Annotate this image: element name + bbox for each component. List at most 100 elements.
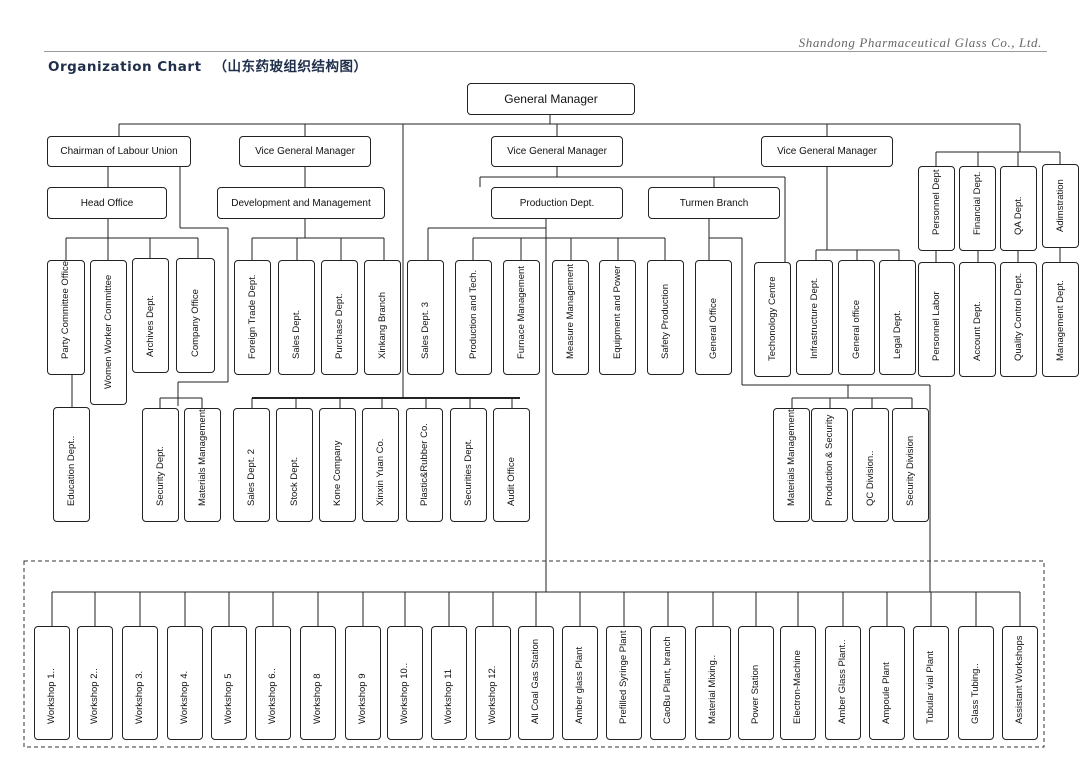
plant-node: Workshop 10.. — [387, 626, 423, 740]
production-security-node: Production & Security — [811, 408, 848, 522]
plant-label: Glass Tubing.. — [970, 662, 981, 724]
plant-label: Electron-Machine — [792, 649, 803, 724]
plant-node: Tubular vial Plant — [913, 626, 949, 740]
plant-node: Workshop 1.. — [34, 626, 70, 740]
stock-dept-label: Stock Dept. — [288, 456, 300, 506]
plant-label: Workshop 2.. — [89, 667, 100, 724]
turmen-materials-management-label: Materials Management — [785, 408, 797, 506]
archives-dept-node: Archives Dept. — [132, 258, 169, 373]
vice-gm-3-node: Vice General Manager — [761, 136, 893, 167]
management-dept-node: Management Dept. — [1042, 262, 1079, 377]
education-dept-node: Education Dept.. — [53, 407, 90, 522]
foreign-trade-dept-label: Foreign Trade Dept. — [246, 274, 258, 359]
plant-label: Workshop 12. — [487, 665, 498, 724]
page-title: Organization Chart （山东药玻组织结构图） — [48, 55, 368, 75]
plant-node: Workshop 9 — [345, 626, 381, 740]
qc-division-node: QC Division.. — [852, 408, 889, 522]
technology-centre-label: Techonology Centre — [766, 276, 778, 361]
sales-dept-node: Sales Dept. — [278, 260, 315, 375]
management-dept-label: Management Dept. — [1054, 279, 1066, 361]
personnel-labor-label: Personnel Labor — [930, 290, 942, 361]
archives-dept-label: Archives Dept. — [144, 294, 156, 357]
qa-dept-label: QA Dept. — [1012, 195, 1024, 235]
legal-dept-label: Legal Dept. — [891, 309, 903, 359]
general-office-turmen-label: General Office — [707, 297, 719, 359]
stock-dept-node: Stock Dept. — [276, 408, 313, 522]
plant-node: Workshop 4. — [167, 626, 203, 740]
plant-label: Amber glass Plant — [574, 646, 585, 724]
securities-dept-node: Securities Dept. — [450, 408, 487, 522]
title-text: Organization Chart — [48, 59, 202, 75]
sales-dept-2-label: Sales Dept. 2 — [245, 448, 257, 506]
plant-node: Glass Tubing.. — [958, 626, 994, 740]
plant-node: Workshop 12. — [475, 626, 511, 740]
production-tech-label: Production and Tech. — [467, 269, 479, 359]
equipment-power-label: Equipment and Power — [611, 265, 623, 359]
plant-label: Workshop 11 — [443, 668, 454, 724]
technology-centre-node: Techonology Centre — [754, 262, 791, 377]
party-committee-office-label: Party Committee Office — [60, 260, 71, 359]
plant-node: Ampoule Plant — [869, 626, 905, 740]
security-dept-label: Security Dept. — [154, 445, 166, 506]
title-cn-text: （山东药玻组织结构图） — [213, 59, 368, 75]
plant-node: Prefilled Syringe Plant — [606, 626, 642, 740]
audit-office-node: Audit Office — [493, 408, 530, 522]
turmen-branch-node: Turmen Branch — [648, 187, 780, 219]
production-dept-node: Production Dept. — [491, 187, 623, 219]
plant-label: Assistant Workshops — [1014, 634, 1025, 724]
kone-company-node: Kone Company — [319, 408, 356, 522]
turmen-materials-management-node: Materials Management — [773, 408, 810, 522]
plant-label: Workshop 4. — [179, 670, 190, 724]
plant-node: Workshop 6.. — [255, 626, 291, 740]
audit-office-label: Audit Office — [505, 456, 517, 506]
women-worker-committee-label: Women Worker Committee — [102, 274, 114, 389]
plant-label: Material Mixing.. — [707, 654, 718, 724]
party-committee-office-node: Party Committee Office — [47, 260, 85, 375]
vice-gm-1-node: Vice General Manager — [239, 136, 371, 167]
security-division-node: Security Division — [892, 408, 929, 522]
company-office-label: Company Office — [189, 288, 201, 357]
personnel-labor-node: Personnel Labor — [918, 262, 955, 377]
infrastructure-dept-label: Infrastructure Dept. — [808, 277, 820, 359]
plant-node: Workshop 5 — [211, 626, 247, 740]
plant-node: Power Station — [738, 626, 774, 740]
general-office-turmen-node: General Office — [695, 260, 732, 375]
purchase-dept-node: Purchase Dept. — [321, 260, 358, 375]
security-dept-node: Security Dept. — [142, 408, 179, 522]
plant-node: Workshop 2.. — [77, 626, 113, 740]
quality-control-dept-label: Quality Control Dept. — [1012, 272, 1024, 361]
production-tech-node: Production and Tech. — [455, 260, 492, 375]
financial-dept-node: Financial Dept. — [959, 166, 996, 251]
financial-dept-label: Financial Dept. — [971, 171, 983, 235]
administration-node: Adimstration — [1042, 164, 1079, 248]
furnace-management-label: Furnace Management — [515, 265, 527, 359]
account-dept-node: Account Dept. — [959, 262, 996, 377]
equipment-power-node: Equipment and Power — [599, 260, 636, 375]
women-worker-committee-node: Women Worker Committee — [90, 260, 127, 405]
furnace-management-node: Furnace Management — [503, 260, 540, 375]
plant-node: Material Mixing.. — [695, 626, 731, 740]
plant-label: Workshop 10.. — [399, 662, 410, 724]
plant-node: Assistant Workshops — [1002, 626, 1038, 740]
plant-label: Workshop 1.. — [46, 667, 57, 724]
xinkang-branch-label: Xinkang Branch — [376, 291, 388, 359]
sales-dept-label: Sales Dept. — [290, 309, 302, 359]
plant-node: Amber Glass Plant.. — [825, 626, 861, 740]
plastic-rubber-node: Plastic&Rubber Co. — [406, 408, 443, 522]
development-management-node: Development and Management — [217, 187, 385, 219]
plant-label: Workshop 6.. — [267, 667, 278, 724]
title-rule — [44, 51, 1047, 52]
xinxin-yuan-node: Xinxin Yuan Co. — [362, 408, 399, 522]
securities-dept-label: Securities Dept. — [462, 438, 474, 506]
plant-node: Workshop 8 — [300, 626, 336, 740]
security-division-label: Security Division — [904, 435, 916, 506]
general-office-node: General office — [838, 260, 875, 375]
plastic-rubber-label: Plastic&Rubber Co. — [418, 422, 430, 506]
personnel-dept-label: Personnel Dept — [930, 169, 942, 235]
kone-company-label: Kone Company — [331, 440, 343, 506]
account-dept-label: Account Dept. — [971, 300, 983, 361]
head-office-node: Head Office — [47, 187, 167, 219]
plant-label: Power Station — [750, 664, 761, 724]
labour-union-chairman-node: Chairman of Labour Union — [47, 136, 191, 167]
